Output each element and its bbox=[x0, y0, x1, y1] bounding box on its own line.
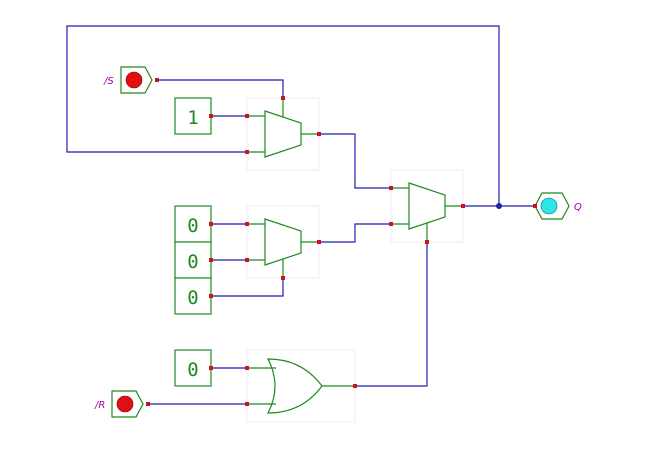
constant-value: 0 bbox=[187, 251, 198, 273]
output-state-indicator bbox=[540, 197, 558, 215]
input-pin-set[interactable]: /S bbox=[103, 66, 153, 94]
set-wire[interactable] bbox=[157, 79, 284, 98]
mux2-sel-wire[interactable] bbox=[211, 278, 284, 297]
constant-mux1[interactable]: 1 bbox=[174, 97, 212, 135]
constant-value: 0 bbox=[187, 287, 198, 309]
multiplexer-icon bbox=[264, 218, 302, 266]
set-input-label: /S bbox=[103, 76, 114, 87]
multiplexer-3[interactable] bbox=[391, 182, 463, 242]
multiplexer-1[interactable] bbox=[247, 98, 319, 158]
constant-mux2-b[interactable]: 0 bbox=[174, 241, 212, 279]
constant-mux2-c[interactable]: 0 bbox=[174, 277, 212, 315]
constant-value: 1 bbox=[187, 107, 198, 129]
mux2-out-wire[interactable] bbox=[319, 223, 391, 243]
constant-value: 0 bbox=[187, 359, 198, 381]
q-output-label: Q bbox=[574, 202, 582, 213]
or-gate-icon bbox=[267, 358, 323, 414]
multiplexer-icon bbox=[408, 182, 446, 230]
or-out-wire[interactable] bbox=[355, 242, 428, 387]
input-pin-reset[interactable]: /R bbox=[94, 390, 144, 418]
output-pin-q[interactable]: Q bbox=[534, 192, 582, 220]
constant-value: 0 bbox=[187, 215, 198, 237]
reset-input-label: /R bbox=[94, 400, 105, 411]
input-state-indicator[interactable] bbox=[125, 71, 143, 89]
feedback-wire[interactable] bbox=[66, 25, 500, 206]
port-dots bbox=[146, 78, 537, 406]
multiplexer-2[interactable] bbox=[247, 218, 319, 278]
wire-junction bbox=[496, 203, 502, 209]
multiplexer-icon bbox=[264, 110, 302, 158]
input-state-indicator[interactable] bbox=[116, 395, 134, 413]
constant-or[interactable]: 0 bbox=[174, 349, 212, 387]
constant-mux2-a[interactable]: 0 bbox=[174, 205, 212, 243]
mux1-out-wire[interactable] bbox=[319, 133, 391, 189]
or-gate[interactable] bbox=[247, 358, 355, 414]
